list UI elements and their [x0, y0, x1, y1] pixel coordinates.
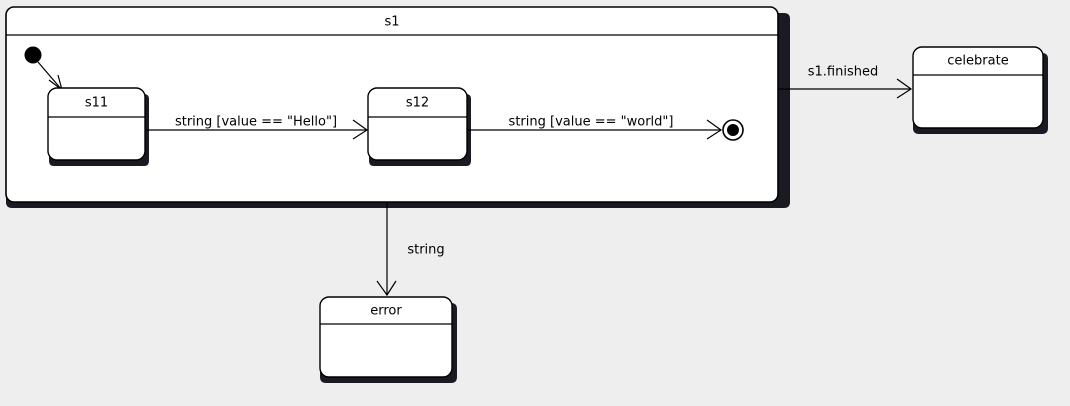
state-s12-label: s12 [406, 96, 429, 111]
transition-s12-to-final[interactable]: string [value == "world"] [467, 115, 723, 140]
transition-s1-to-error-arrowhead [376, 280, 397, 297]
state-s11-body [47, 87, 146, 161]
state-celebrate-body [912, 46, 1044, 129]
state-s12[interactable]: s12 [367, 87, 471, 166]
transition-s1-to-celebrate-arrowhead [896, 78, 913, 99]
transition-s1-to-celebrate[interactable]: s1.finished [779, 65, 913, 99]
transition-s1-to-celebrate-label: s1.finished [808, 65, 878, 80]
transition-s11-to-s12[interactable]: string [value == "Hello"] [145, 115, 369, 140]
state-error[interactable]: error [319, 296, 457, 383]
transition-s11-to-s12-label: string [value == "Hello"] [175, 115, 337, 130]
state-error-body [319, 296, 453, 378]
state-error-label: error [370, 304, 402, 319]
final-pseudostate[interactable] [722, 119, 744, 141]
state-s12-body [367, 87, 468, 161]
transition-s1-to-error-label: string [407, 243, 444, 258]
state-s11[interactable]: s11 [47, 87, 149, 166]
state-celebrate-label: celebrate [947, 54, 1008, 69]
initial-state-dot [24, 46, 42, 64]
state-s11-label: s11 [85, 96, 108, 111]
transition-s12-to-final-label: string [value == "world"] [509, 115, 674, 130]
transition-s12-to-final-arrowhead [706, 119, 723, 140]
transition-s11-to-s12-arrowhead [352, 119, 369, 140]
initial-pseudostate[interactable] [24, 46, 42, 64]
state-celebrate[interactable]: celebrate [912, 46, 1048, 134]
transition-initial-to-s11-line [37, 61, 63, 91]
final-state-inner-dot [727, 124, 739, 136]
transition-s1-to-error[interactable]: string [376, 203, 445, 297]
composite-state-s1-title: s1 [384, 15, 399, 30]
